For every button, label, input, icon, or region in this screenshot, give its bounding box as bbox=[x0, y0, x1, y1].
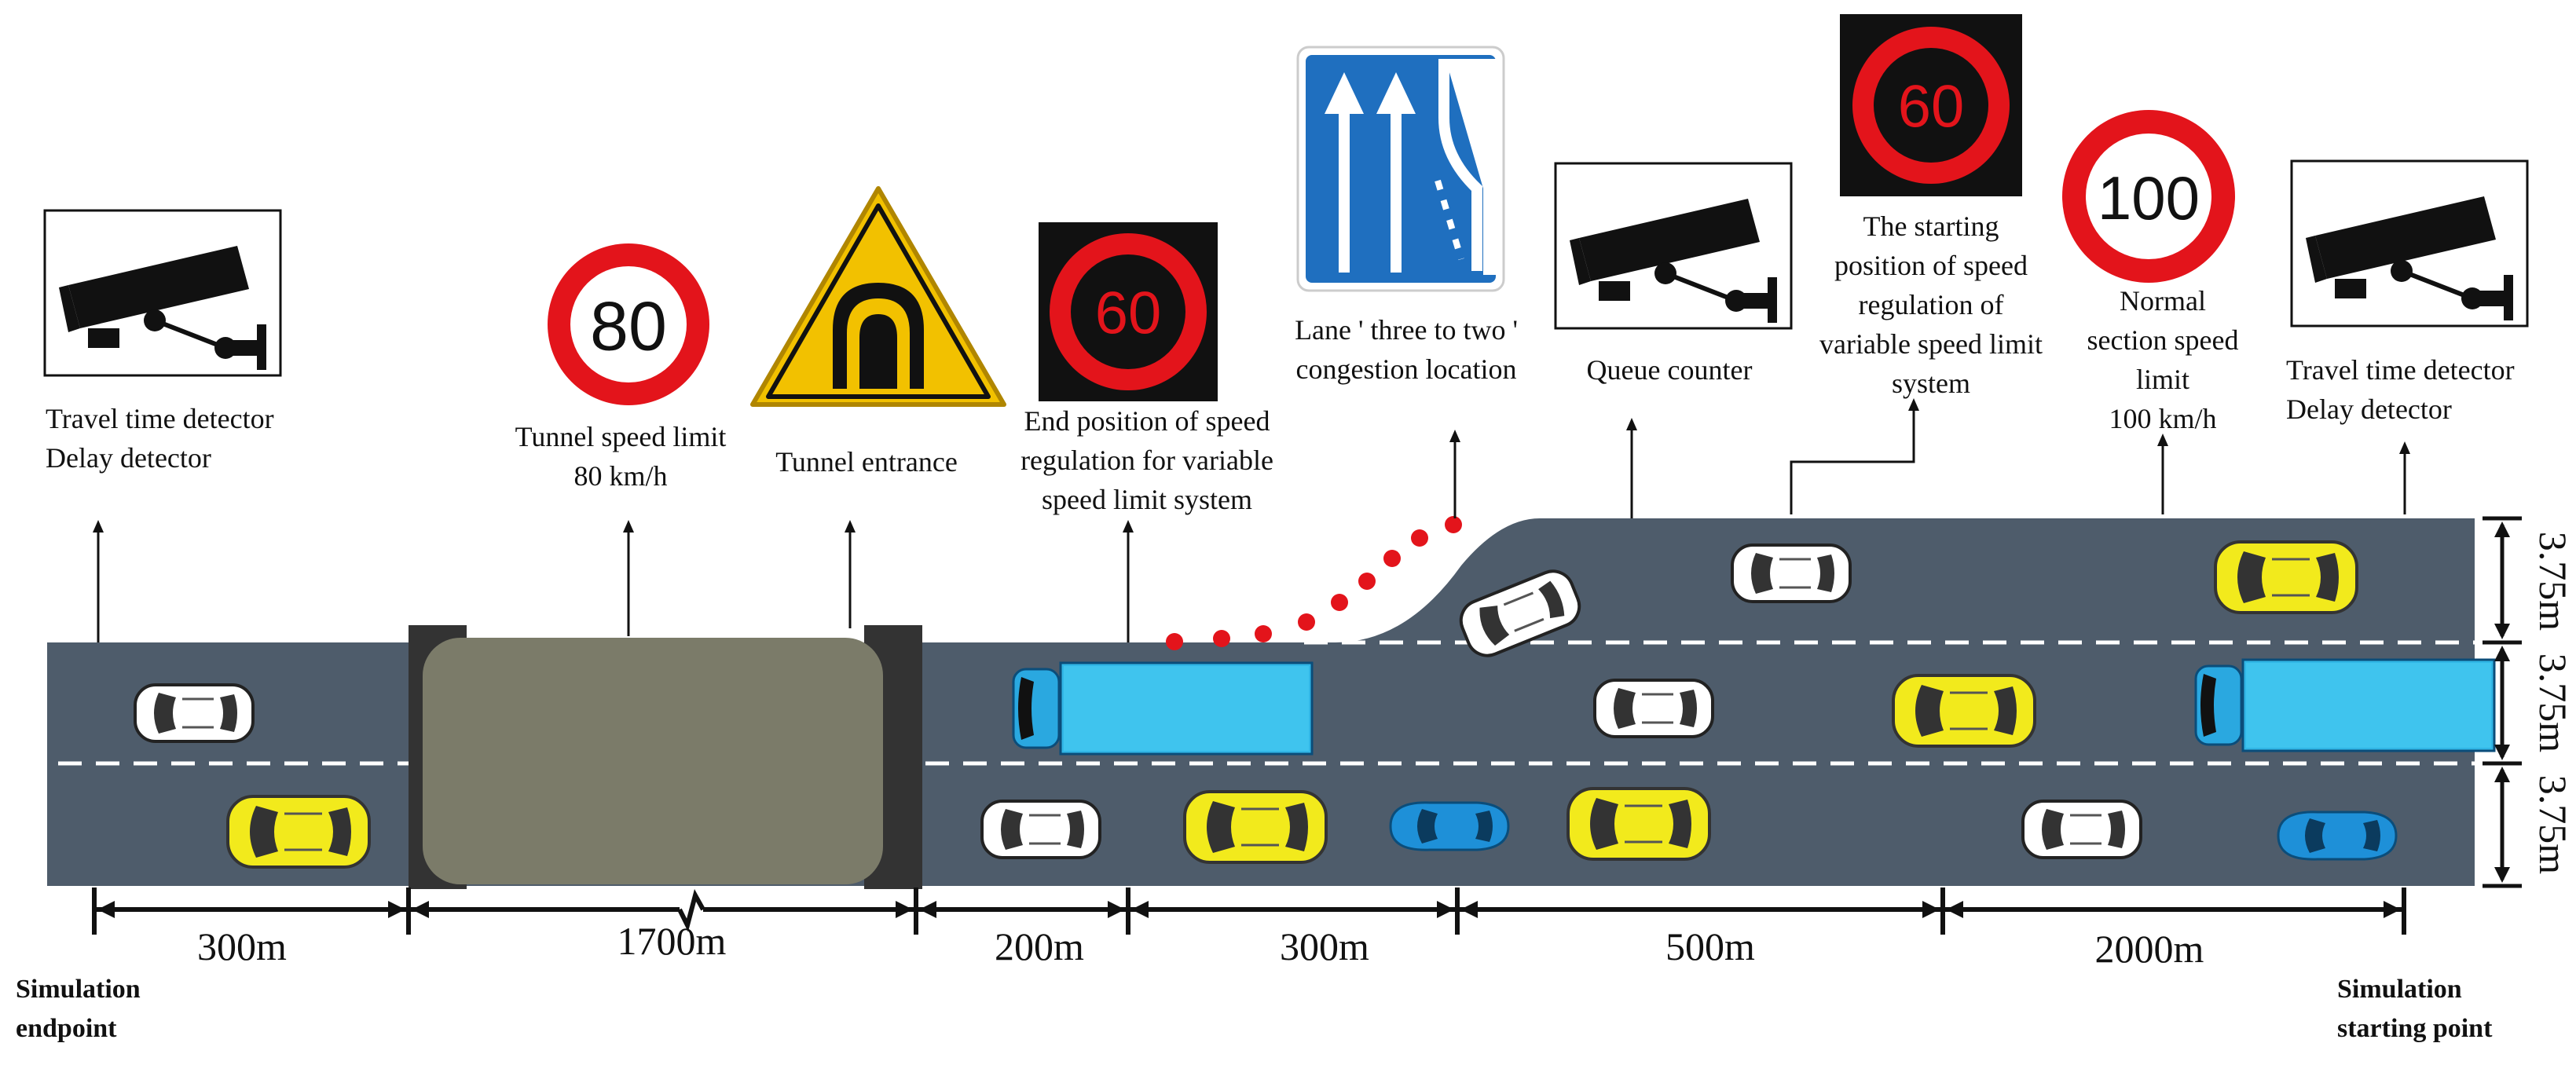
speed-limit-80-sign: 80 bbox=[548, 243, 709, 405]
tunnel-entrance-label: Tunnel entrance bbox=[775, 446, 958, 478]
lane-width-1: 3.75m bbox=[2531, 532, 2575, 631]
sim-end-label-2: endpoint bbox=[16, 1014, 117, 1043]
vsl-60-end-sign: 60 bbox=[1039, 222, 1218, 401]
camera-icon-right bbox=[2292, 161, 2527, 326]
travel-delay-right-label-2: Delay detector bbox=[2286, 393, 2452, 425]
start-vsl-label-4: variable speed limit bbox=[1819, 328, 2043, 360]
start-vsl-label-5: system bbox=[1892, 368, 1970, 399]
congestion-dots bbox=[1166, 516, 1462, 650]
end-vsl-label-2: regulation for variable bbox=[1021, 445, 1273, 476]
normal-speed-label-1: Normal bbox=[2120, 285, 2206, 317]
camera-icon-left bbox=[45, 210, 280, 375]
normal-speed-label-4: 100 km/h bbox=[2109, 403, 2216, 434]
tunnel-warning-icon bbox=[750, 186, 1006, 407]
start-vsl-label-1: The starting bbox=[1863, 210, 1999, 242]
pointer-lines bbox=[97, 404, 2406, 642]
lane-width-2: 3.75m bbox=[2531, 653, 2575, 753]
distance-5: 500m bbox=[1665, 924, 1755, 968]
distance-1: 300m bbox=[197, 924, 287, 968]
queue-counter-label: Queue counter bbox=[1587, 354, 1753, 386]
tunnel-speed-label-2: 80 km/h bbox=[573, 460, 667, 492]
normal-speed-label-3: limit bbox=[2136, 364, 2189, 395]
lane-width-markers bbox=[2483, 516, 2522, 888]
distance-line bbox=[92, 888, 2406, 935]
lane-reduction-sign-icon bbox=[1296, 46, 1505, 292]
normal-speed-label-2: section speed bbox=[2087, 324, 2239, 356]
travel-delay-left-label-2: Delay detector bbox=[46, 442, 211, 474]
tunnel-speed-label-1: Tunnel speed limit bbox=[515, 421, 727, 452]
vsl-60-start-sign: 60 bbox=[1840, 14, 2022, 196]
distance-2: 1700m bbox=[617, 919, 727, 963]
lane-width-3: 3.75m bbox=[2531, 775, 2575, 875]
speed-limit-100-sign: 100 bbox=[2062, 110, 2235, 283]
lane-reduce-label-2: congestion location bbox=[1296, 353, 1517, 385]
end-vsl-label-3: speed limit system bbox=[1042, 484, 1252, 515]
lane-reduce-label-1: Lane ' three to two ' bbox=[1295, 314, 1518, 346]
sign-80-text: 80 bbox=[590, 287, 667, 365]
sign-100-text: 100 bbox=[2098, 163, 2200, 232]
start-vsl-label-3: regulation of bbox=[1859, 289, 2004, 320]
end-vsl-label-1: End position of speed bbox=[1024, 405, 1270, 437]
sim-start-label-2: starting point bbox=[2337, 1014, 2493, 1043]
distance-4: 300m bbox=[1280, 924, 1369, 968]
travel-delay-left-label-1: Travel time detector bbox=[46, 403, 274, 434]
camera-icon-queue bbox=[1555, 163, 1791, 328]
start-vsl-label-2: position of speed bbox=[1834, 250, 2028, 281]
distance-3: 200m bbox=[995, 924, 1084, 968]
sign-60-start-text: 60 bbox=[1898, 74, 1965, 141]
sign-60-end-text: 60 bbox=[1095, 280, 1162, 347]
sim-end-label-1: Simulation bbox=[16, 975, 141, 1004]
travel-delay-right-label-1: Travel time detector bbox=[2286, 354, 2515, 386]
tunnel-body bbox=[423, 638, 883, 884]
sim-start-label-1: Simulation bbox=[2337, 975, 2462, 1004]
distance-6: 2000m bbox=[2095, 927, 2204, 971]
